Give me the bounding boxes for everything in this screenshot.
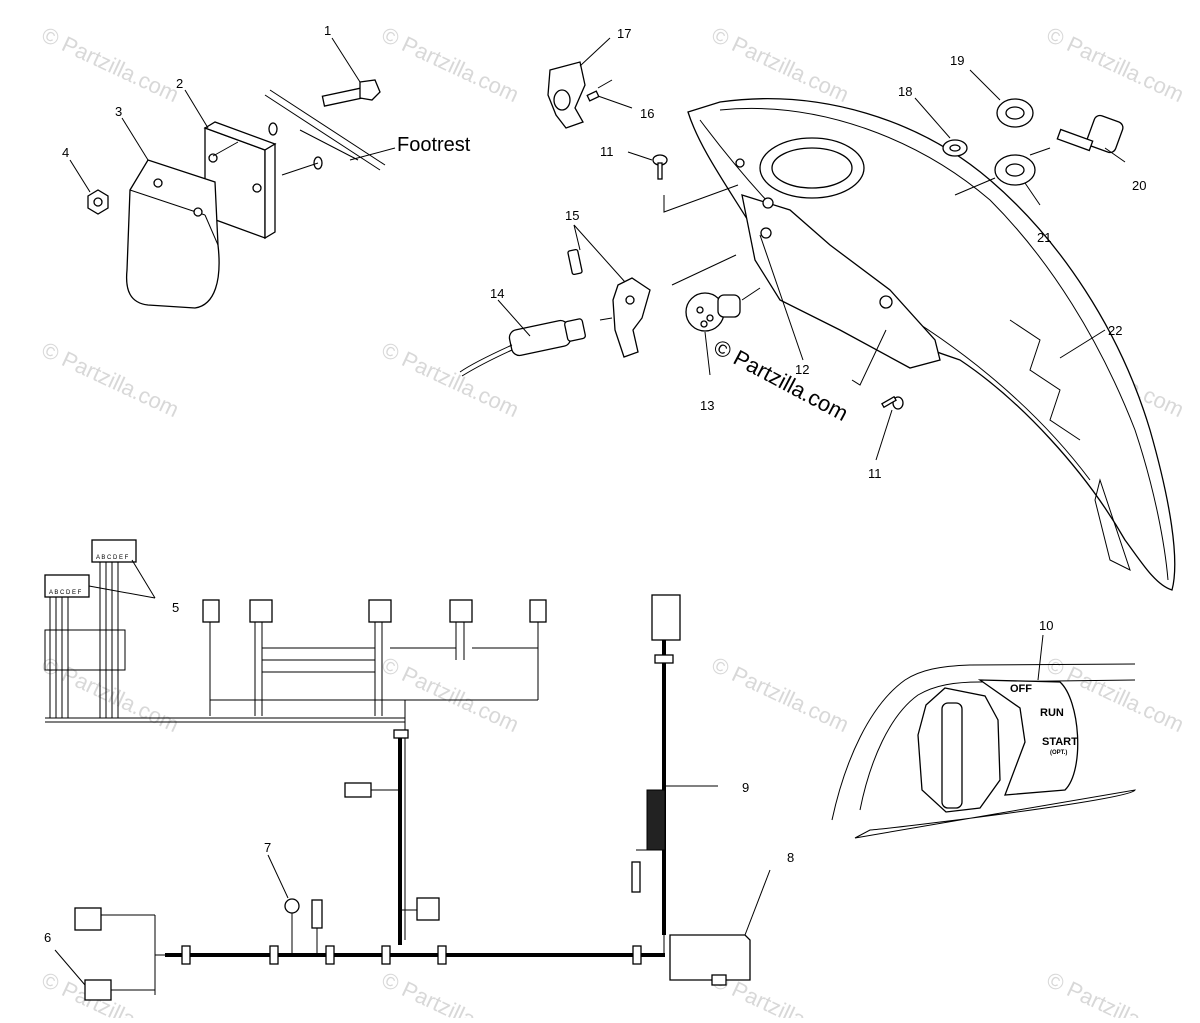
dial-start-label: START: [1042, 736, 1078, 748]
watermark: © Partzilla.com: [708, 22, 853, 107]
connector-part: [74, 907, 102, 931]
watermark: © Partzilla.com: [1043, 22, 1188, 107]
callout-4: 4: [62, 145, 69, 160]
connector-pins-label: A B C D E F: [49, 590, 82, 596]
key-part: [1056, 114, 1124, 154]
watermark: © Partzilla.com: [38, 22, 183, 107]
connector-part: [202, 599, 220, 623]
watermark: © Partzilla.com: [710, 334, 853, 426]
screw-part: [881, 395, 904, 410]
watermark: © Partzilla.com: [378, 22, 523, 107]
spacer-block-part: [203, 121, 277, 240]
connector-part: [449, 599, 473, 623]
callout-16: 16: [640, 106, 654, 121]
bushing-part: [994, 154, 1036, 186]
connector-part: [416, 897, 440, 921]
clip-part: [547, 61, 586, 129]
callout-10: 10: [1039, 618, 1053, 633]
screw-part: [652, 154, 668, 180]
callout-17: 17: [617, 26, 631, 41]
callout-21: 21: [1037, 230, 1051, 245]
callout-20: 20: [1132, 178, 1146, 193]
connector-part: [651, 594, 681, 641]
callout-14: 14: [490, 286, 504, 301]
connector-part: [631, 861, 641, 893]
callout-18: 18: [898, 84, 912, 99]
washer-part: [268, 122, 278, 136]
watermark: © Partzilla.com: [38, 652, 183, 737]
bolt-part: [321, 79, 381, 107]
connector-pins-label: A B C D E F: [96, 555, 129, 561]
callout-6: 6: [44, 930, 51, 945]
callout-11: 11: [600, 144, 614, 159]
watermark: © Partzilla.com: [378, 652, 523, 737]
connector-part: [311, 899, 323, 929]
dial-run-label: RUN: [1040, 707, 1064, 719]
watermark: © Partzilla.com: [708, 652, 853, 737]
watermark: © Partzilla.com: [378, 967, 523, 1018]
connector-part: [91, 539, 137, 563]
connector-part: [344, 782, 372, 798]
bushing-part: [996, 98, 1034, 128]
screw-part: [586, 79, 613, 102]
callout-7: 7: [264, 840, 271, 855]
connector-part: [669, 934, 751, 981]
watermark: © Partzilla.com: [38, 337, 183, 422]
callout-2: 2: [176, 76, 183, 91]
lever-part: [567, 248, 651, 358]
ignition-switch-part: [685, 292, 741, 332]
watermark: © Partzilla.com: [1043, 967, 1188, 1018]
footrest-assembly: [69, 37, 396, 309]
nut-part: [942, 139, 968, 157]
wiring-harness: A B C D E F A B C D E F: [44, 539, 771, 1001]
callout-11: 11: [868, 466, 882, 481]
connector-part: [529, 599, 547, 623]
connector-part: [249, 599, 273, 623]
footrest-label: Footrest: [397, 134, 471, 156]
connector-part: [84, 979, 112, 1001]
callout-13: 13: [700, 398, 714, 413]
callout-22: 22: [1108, 323, 1122, 338]
handlebar-pod-assembly: [459, 37, 1176, 591]
connector-part: [368, 599, 392, 623]
callout-5: 5: [172, 600, 179, 615]
ignition-dial-detail: OFF RUN START (OPT.): [831, 634, 1136, 839]
kill-switch-part: [459, 318, 586, 377]
callout-19: 19: [950, 53, 964, 68]
footpad-part: [125, 159, 220, 309]
callout-8: 8: [787, 850, 794, 865]
dial-off-label: OFF: [1010, 683, 1032, 695]
dial-opt-label: (OPT.): [1050, 750, 1067, 756]
callout-9: 9: [742, 780, 749, 795]
callout-3: 3: [115, 104, 122, 119]
callout-12: 12: [795, 362, 809, 377]
ring-terminal-part: [284, 898, 300, 914]
callout-15: 15: [565, 208, 579, 223]
callout-1: 1: [324, 23, 331, 38]
